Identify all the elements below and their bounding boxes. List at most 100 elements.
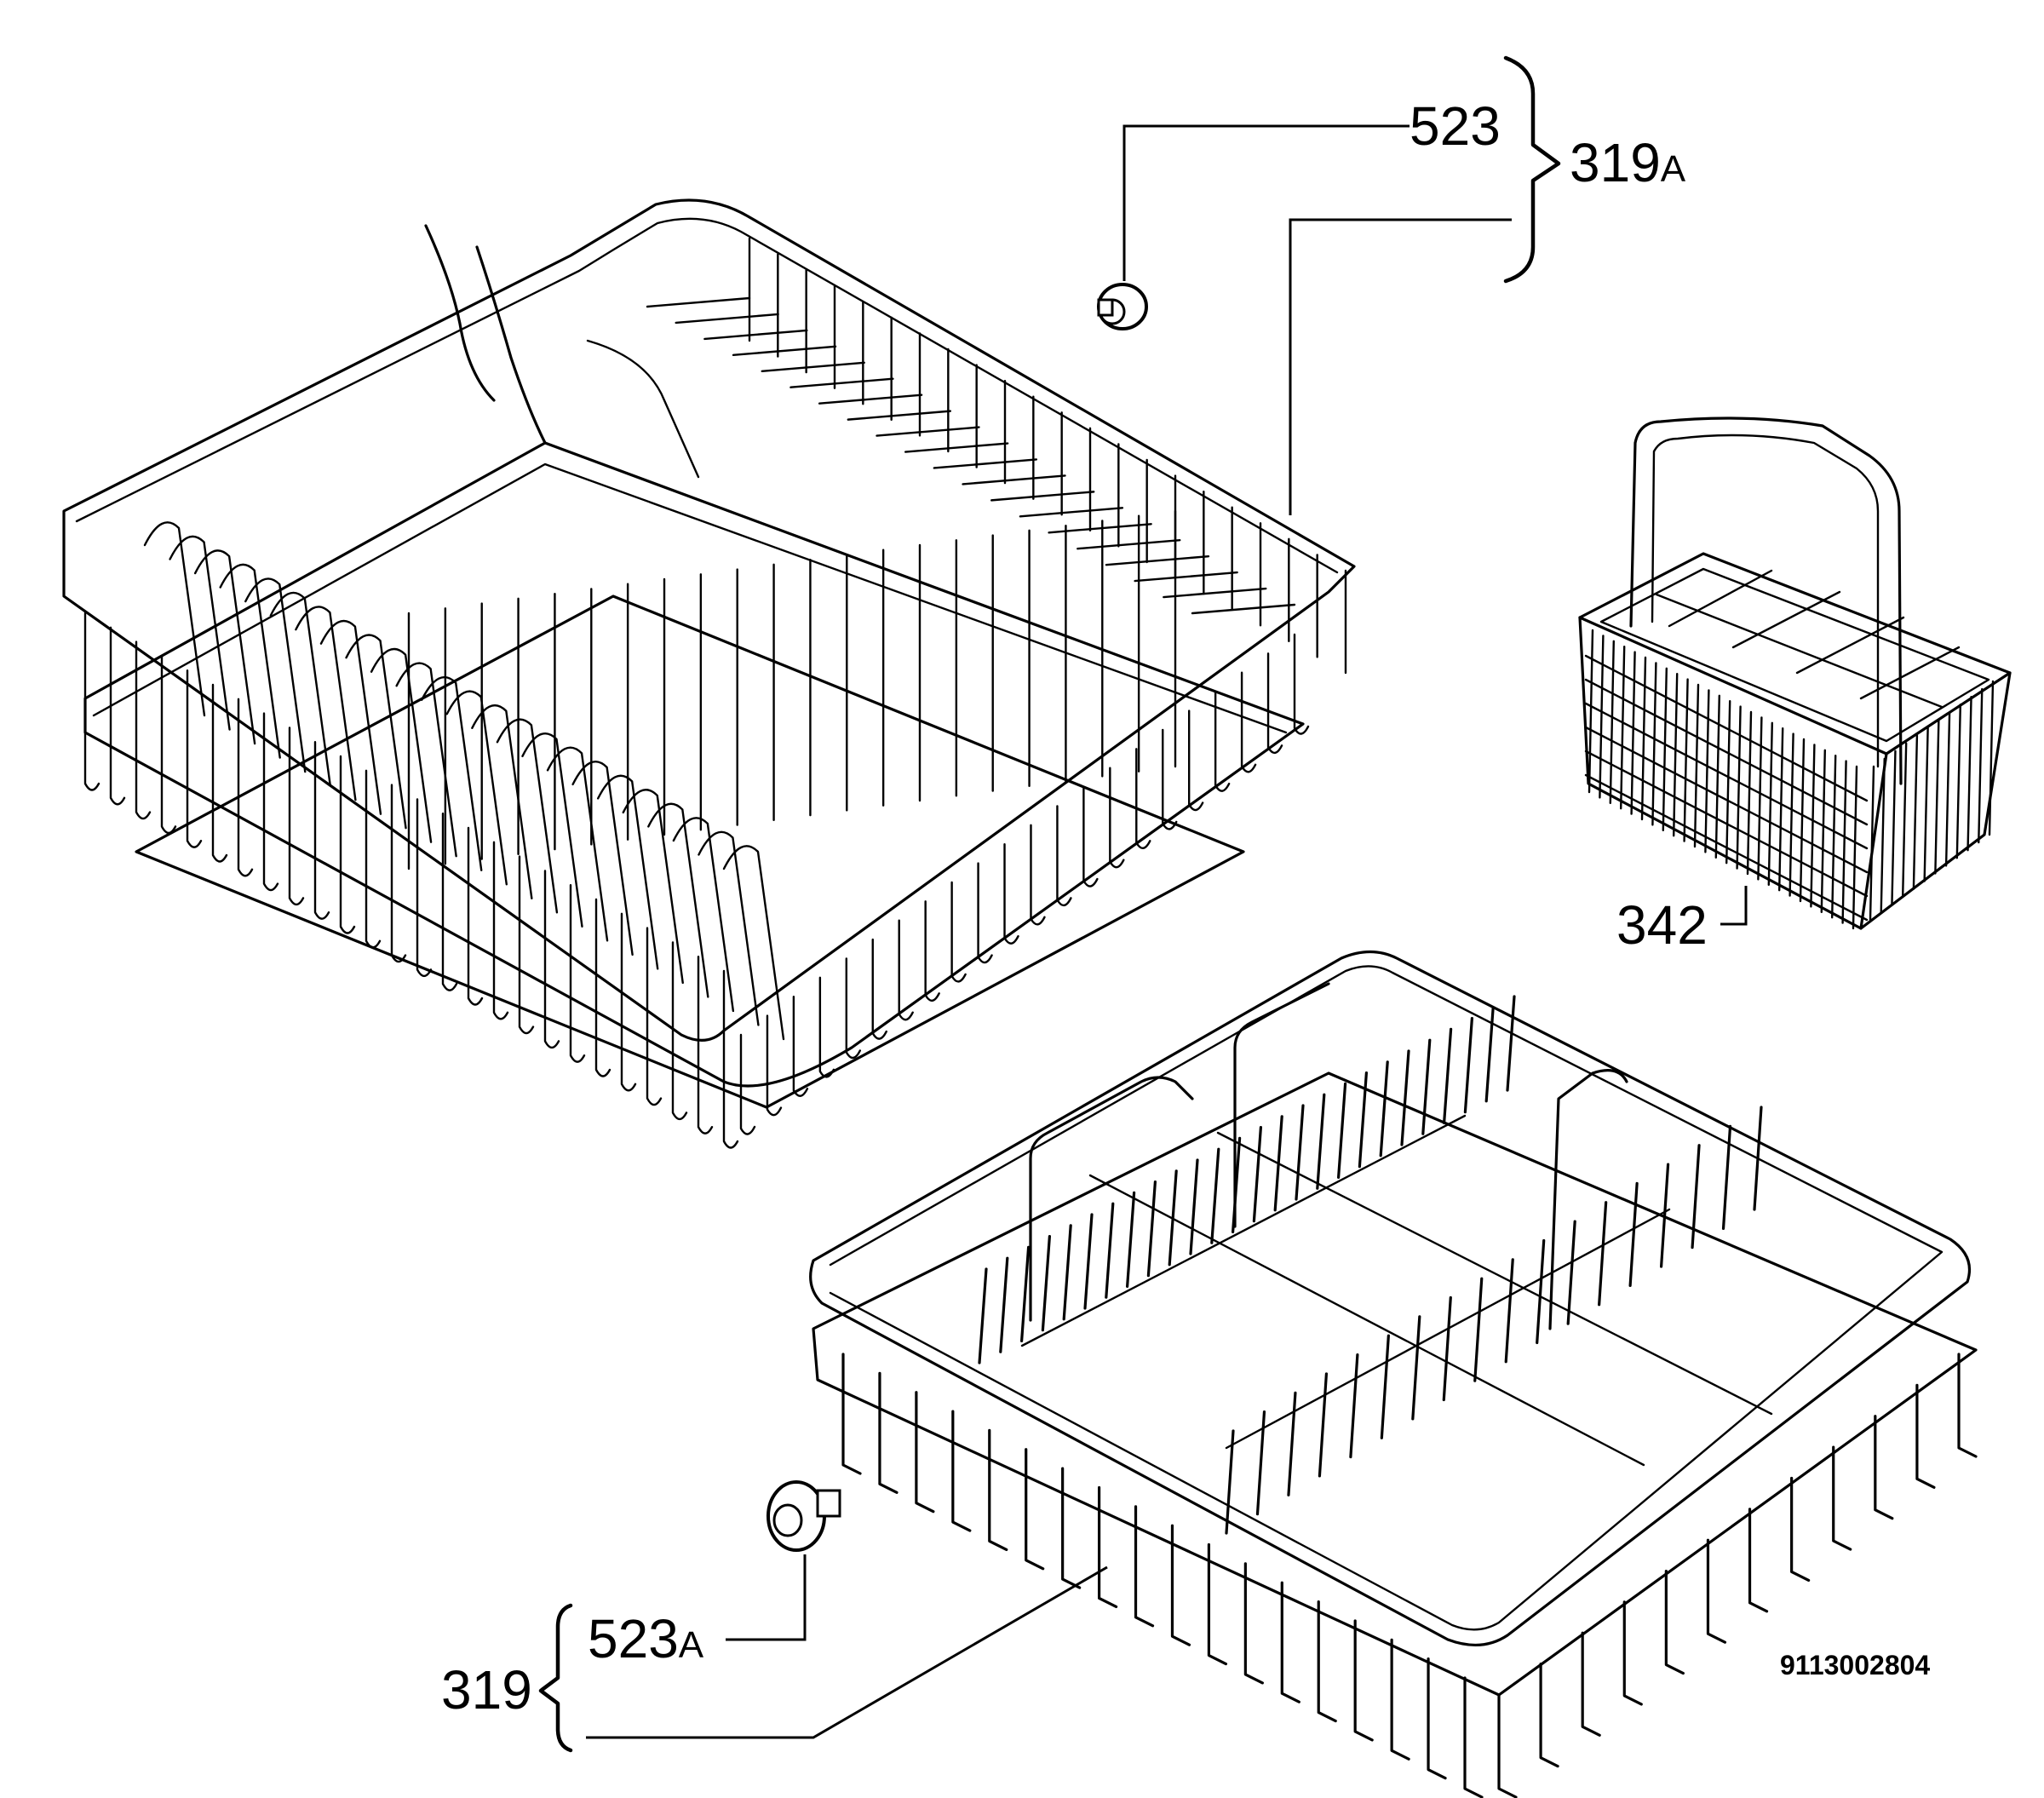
wire-segment	[1019, 507, 1124, 518]
wire-segment	[1584, 773, 1869, 922]
wire-segment	[1214, 690, 1231, 792]
wire-segment	[1427, 1657, 1447, 1780]
wire-segment	[698, 830, 760, 1026]
wire-segment	[1443, 1027, 1453, 1124]
lower-wheel-drawing	[766, 1480, 841, 1552]
wire-segment	[1609, 640, 1615, 804]
wire-segment	[1788, 732, 1794, 897]
wire-segment	[1869, 765, 1875, 922]
wire-segment	[1025, 1448, 1045, 1571]
wire-segment	[1955, 704, 1962, 859]
wire-segment	[295, 606, 357, 801]
wire-segment	[1767, 721, 1773, 886]
wire-segment	[841, 1353, 862, 1475]
wire-segment	[766, 1014, 783, 1117]
wire-segment	[496, 718, 559, 914]
wire-segment	[1506, 995, 1516, 1092]
wire-segment	[1659, 1163, 1670, 1268]
wire-segment	[1349, 1353, 1359, 1459]
wire-segment	[847, 410, 951, 421]
wire-segment	[697, 956, 714, 1135]
wire-segment	[269, 591, 332, 787]
callout-523a-number: 523	[588, 1608, 679, 1669]
wire-segment	[1390, 1638, 1410, 1761]
wire-segment	[620, 912, 637, 1092]
wire-segment	[1207, 1542, 1228, 1666]
wire-segment	[1504, 1258, 1514, 1364]
wire-segment	[1097, 1485, 1118, 1609]
wire-segment	[1146, 1180, 1157, 1278]
wire-segment	[647, 802, 709, 998]
wire-segment	[1280, 1581, 1300, 1703]
wire-segment	[492, 841, 509, 1020]
wire-segment	[521, 732, 583, 928]
callout-523: 523	[1410, 95, 1501, 157]
wire-segment	[1810, 744, 1816, 908]
wire-segment	[1497, 1693, 1518, 1798]
wire-segment	[722, 969, 739, 1149]
wire-segment	[1628, 1181, 1639, 1288]
wire-segment	[1891, 750, 1897, 906]
wire-segment	[1317, 1600, 1337, 1723]
wire-segment	[871, 938, 887, 1040]
wire-segment	[1225, 1429, 1235, 1535]
wire-segment	[924, 900, 940, 1002]
wire-segment	[1539, 1663, 1559, 1768]
wire-segment	[1778, 727, 1784, 892]
wire-segment	[1584, 678, 1869, 826]
wire-segment	[1832, 1445, 1852, 1551]
wire-segment	[1874, 1415, 1894, 1520]
wire-segment	[672, 817, 735, 1013]
wire-segment	[1240, 671, 1257, 773]
wire-segment	[1255, 1410, 1266, 1516]
wire-segment	[109, 626, 126, 806]
wire-segment	[1790, 1476, 1811, 1583]
upper-basket-drawing	[62, 198, 1356, 1149]
wire-segment	[915, 1391, 935, 1514]
wire-segment	[1691, 1144, 1701, 1249]
callout-319: 319	[441, 1659, 532, 1720]
wire-segment	[1168, 1169, 1178, 1267]
wire-segment	[1598, 1201, 1608, 1307]
wire-segment	[1353, 1619, 1374, 1742]
wire-segment	[1318, 1372, 1329, 1478]
wire-segment	[1358, 1071, 1368, 1169]
wire-segment	[1746, 710, 1753, 876]
wire-segment	[818, 393, 923, 405]
wire-segment	[543, 870, 560, 1049]
wire-segment	[904, 442, 1009, 453]
wire-segment	[1048, 523, 1152, 534]
wire-segment	[990, 491, 1095, 502]
wire-segment	[1170, 1524, 1191, 1646]
wire-segment	[1901, 742, 1908, 898]
wire-segment	[1880, 757, 1886, 914]
wire-segment	[467, 826, 484, 1006]
wire-segment	[1252, 1126, 1262, 1223]
wire-segment	[1293, 633, 1310, 735]
cutlery-basket-drawing	[1578, 416, 2012, 930]
wire-segment	[1061, 1467, 1082, 1589]
wire-segment	[1380, 1334, 1390, 1439]
wire-segment	[1944, 711, 1951, 867]
wire-segment	[365, 769, 382, 949]
wire-segment	[219, 563, 281, 759]
wire-segment	[1757, 716, 1763, 881]
wire-segment	[143, 521, 206, 717]
wire-segment	[546, 746, 609, 942]
wire-segment	[1105, 1202, 1115, 1299]
wire-segment	[1243, 1562, 1264, 1685]
wire-segment	[135, 641, 152, 820]
wire-segment	[345, 634, 407, 830]
wire-segment	[1584, 750, 1869, 898]
wire-segment	[288, 727, 305, 906]
wire-segment	[1134, 571, 1238, 583]
wire-segment	[1651, 662, 1657, 826]
wire-segment	[1966, 695, 1972, 852]
wire-segment	[1210, 1147, 1220, 1244]
wire-segment	[1295, 1104, 1305, 1201]
wire-segment	[1163, 587, 1267, 599]
wire-segment	[1287, 1391, 1297, 1496]
wire-segment	[370, 647, 433, 843]
wire-segment	[739, 1033, 756, 1135]
